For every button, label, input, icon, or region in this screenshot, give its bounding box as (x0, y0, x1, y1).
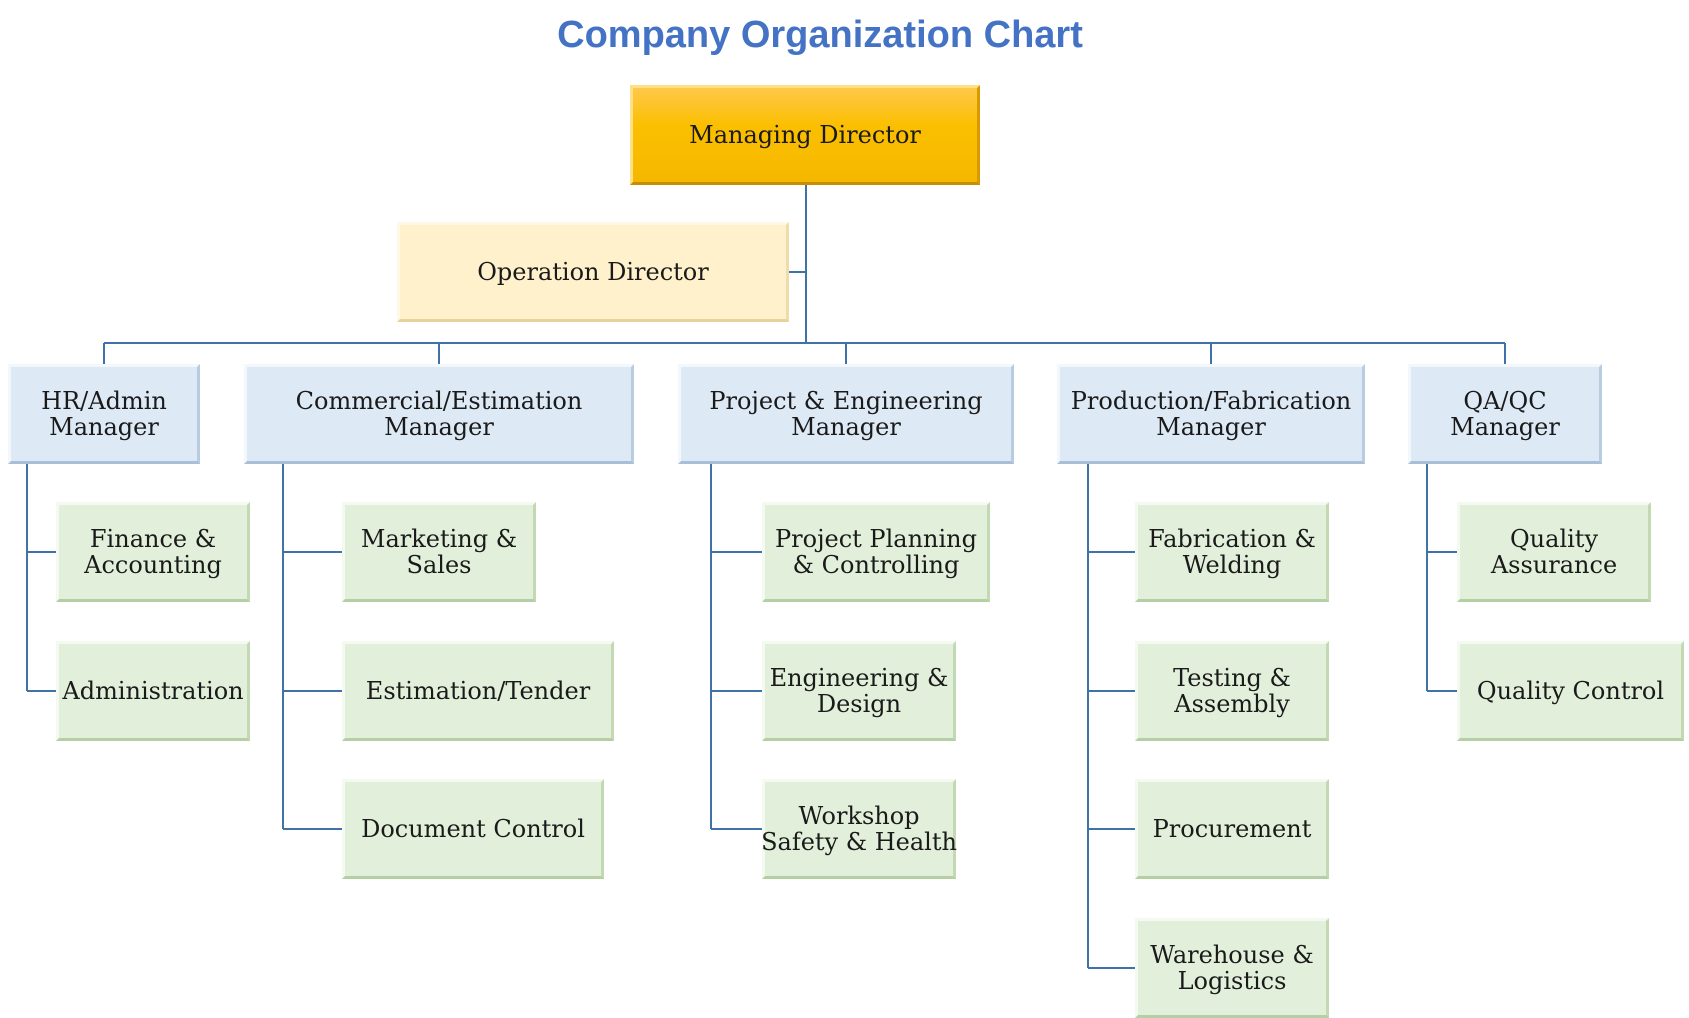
department-box-4-2-label-line-1: Testing & (1173, 664, 1291, 692)
manager-box-1-label-line-1: HR/Admin (41, 387, 167, 415)
department-box-3-3-label-line-1: Workshop (798, 802, 920, 830)
manager-box-1-label-line-2: Manager (49, 413, 159, 441)
department-box-4-4: Warehouse &Logistics (1135, 918, 1329, 1018)
department-box-3-1: Project Planning& Controlling (762, 502, 990, 602)
department-box-1-1-label-line-2: Accounting (84, 551, 222, 579)
managing-director-label: Managing Director (689, 121, 921, 149)
chart-title: Company Organization Chart (557, 14, 1083, 56)
department-box-2-1: Marketing &Sales (342, 502, 536, 602)
department-box-4-4-label-line-2: Logistics (1177, 967, 1287, 995)
department-box-3-2-label-line-1: Engineering & (769, 664, 949, 692)
department-box-3-2-label-line-2: Design (816, 690, 902, 718)
manager-box-5-label-line-2: Manager (1450, 413, 1560, 441)
managing-director-box: Managing Director (630, 85, 980, 185)
manager-box-3-label-line-1: Project & Engineering (709, 387, 983, 415)
operation-director-label: Operation Director (477, 258, 709, 286)
department-box-4-1-label-line-2: Welding (1182, 551, 1282, 579)
department-box-1-2: Administration (56, 641, 250, 741)
department-box-4-1: Fabrication &Welding (1135, 502, 1329, 602)
department-box-1-1-label-line-1: Finance & (89, 525, 217, 553)
manager-box-4-label-line-1: Production/Fabrication (1070, 387, 1352, 415)
department-box-2-2: Estimation/Tender (342, 641, 614, 741)
department-box-2-3-label-line-1: Document Control (361, 815, 585, 843)
department-box-3-1-label-line-1: Project Planning (775, 525, 977, 553)
department-box-4-1-label-line-1: Fabrication & (1148, 525, 1316, 553)
department-box-5-2: Quality Control (1457, 641, 1684, 741)
manager-box-2-label-line-1: Commercial/Estimation (295, 387, 583, 415)
department-box-5-1-label-line-1: Quality (1510, 525, 1598, 553)
department-box-2-1-label-line-2: Sales (406, 551, 472, 579)
department-box-5-1-label-line-2: Assurance (1490, 551, 1618, 579)
manager-box-3-label-line-2: Manager (791, 413, 901, 441)
department-box-3-3-label-line-2: Safety & Health (761, 828, 957, 856)
department-box-5-2-label-line-1: Quality Control (1476, 677, 1665, 705)
department-box-1-2-label-line-1: Administration (62, 677, 244, 705)
department-box-2-1-label-line-1: Marketing & (360, 525, 518, 553)
department-box-4-4-label-line-1: Warehouse & (1150, 941, 1314, 969)
department-box-4-3: Procurement (1135, 779, 1329, 879)
department-box-1-1: Finance &Accounting (56, 502, 250, 602)
department-box-4-2-label-line-2: Assembly (1174, 690, 1290, 718)
department-box-4-3-label-line-1: Procurement (1152, 815, 1312, 843)
department-box-3-2: Engineering &Design (762, 641, 956, 741)
department-box-2-2-label-line-1: Estimation/Tender (365, 677, 591, 705)
manager-box-4-label-line-2: Manager (1156, 413, 1266, 441)
department-box-4-2: Testing &Assembly (1135, 641, 1329, 741)
department-box-2-3: Document Control (342, 779, 604, 879)
department-box-3-1-label-line-2: & Controlling (792, 551, 960, 579)
manager-box-5-label-line-1: QA/QC (1463, 387, 1547, 415)
manager-box-2-label-line-2: Manager (384, 413, 494, 441)
operation-director-box: Operation Director (397, 222, 789, 322)
